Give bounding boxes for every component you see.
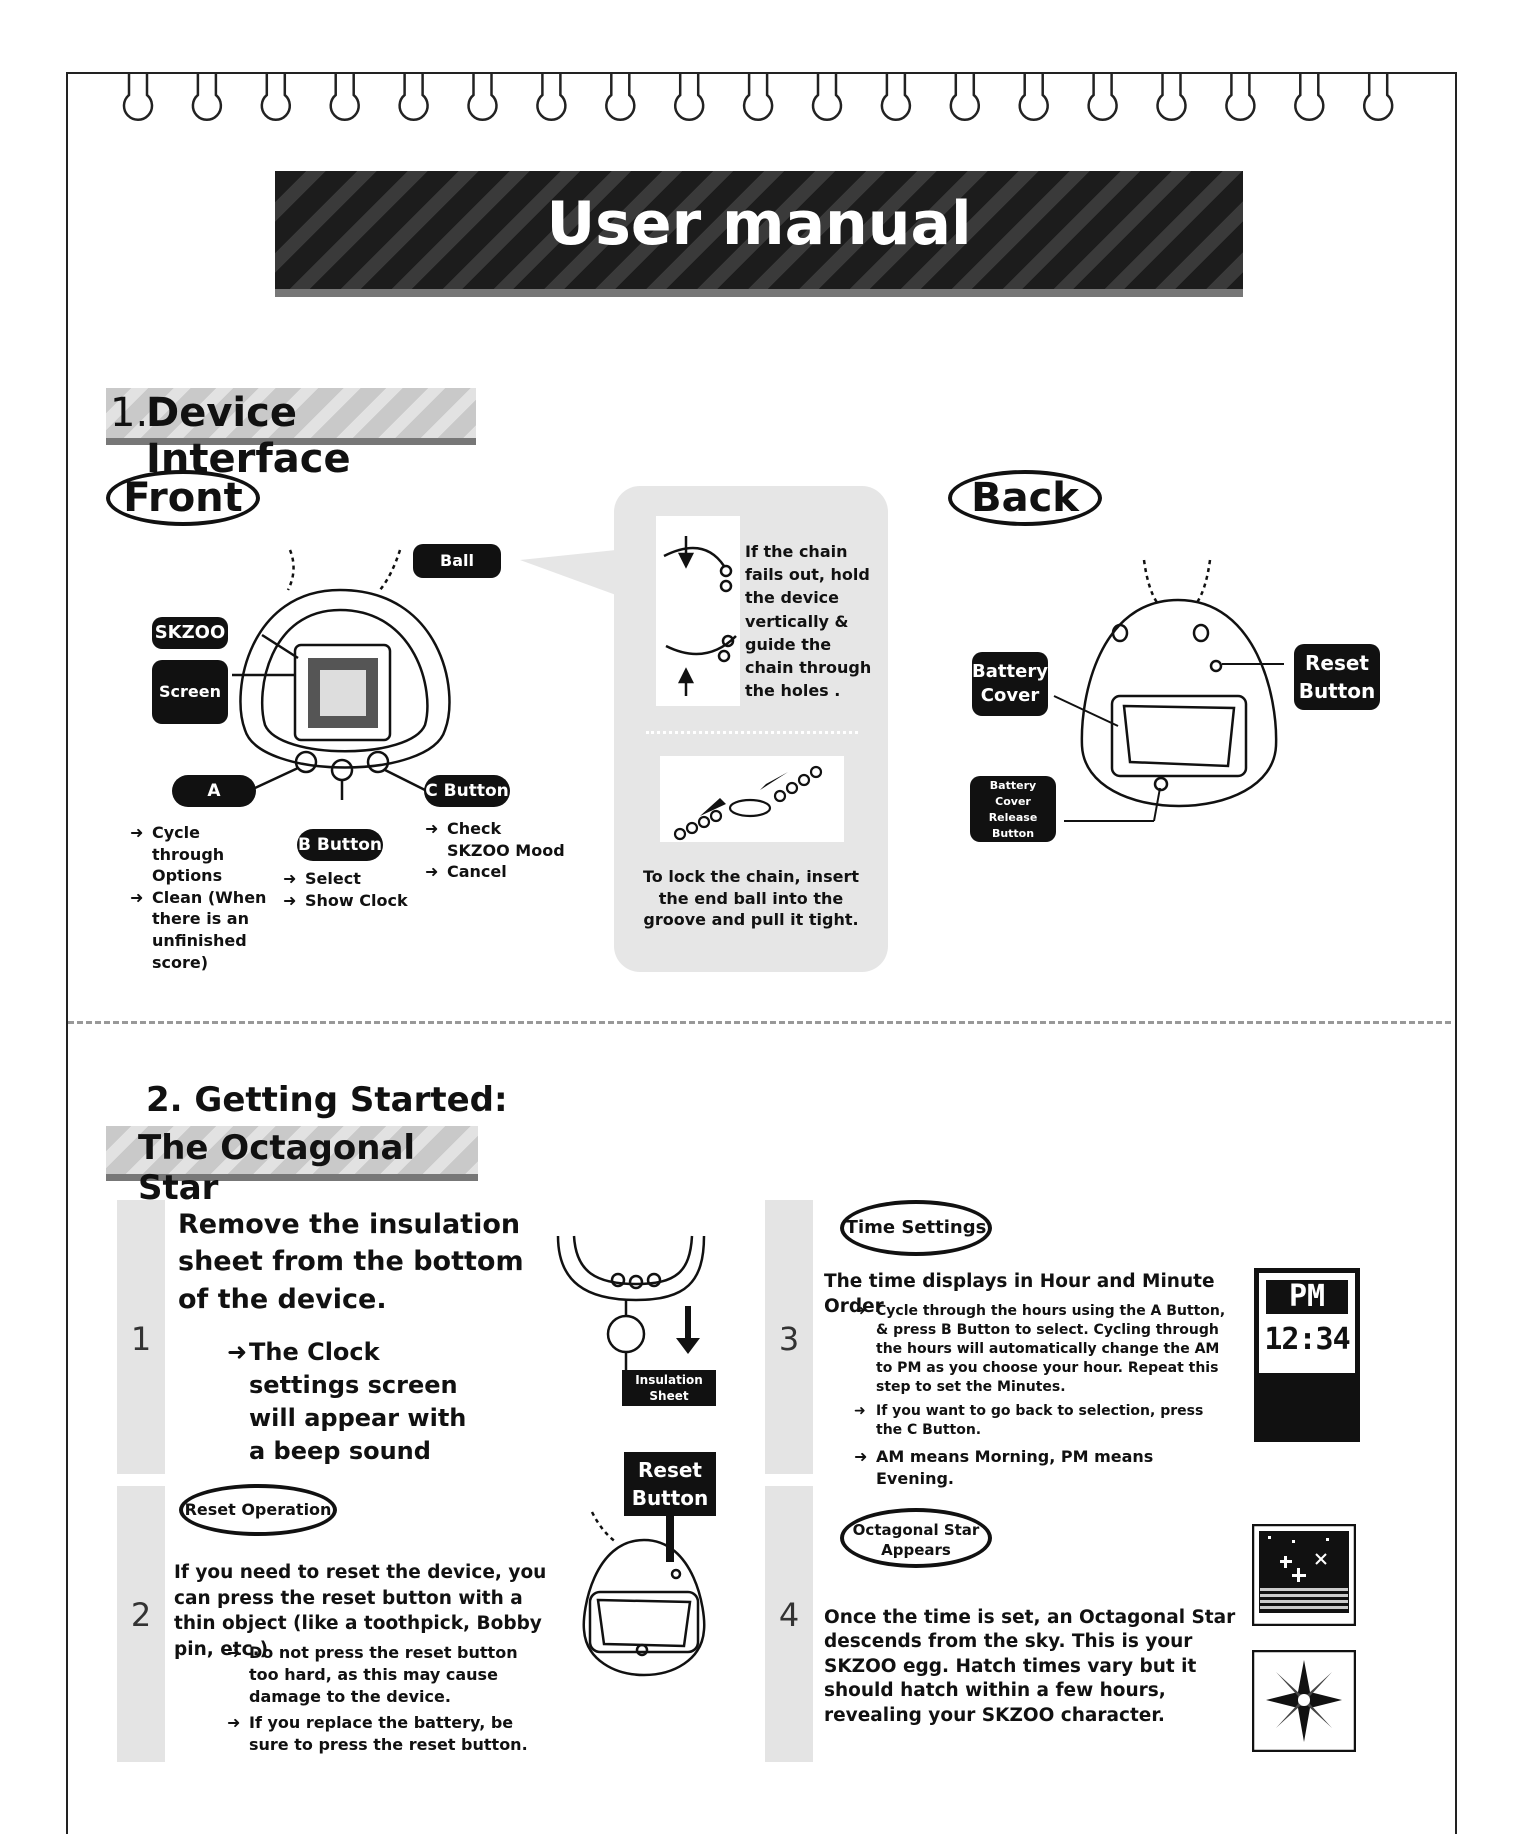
a-button-functions: Cycle through Options Clean (When there … [130,822,270,973]
chain-guide-text: If the chain fails out, hold the device … [745,542,872,701]
chain-guide-illustration [656,516,740,706]
spiral-ring [329,74,360,121]
step1-number: 1 [130,1320,152,1358]
spiral-ring [811,74,843,121]
spiral-ring [260,74,292,121]
spiral-ring [1156,74,1187,121]
section2-title-line1: 2. Getting Started: [146,1080,508,1120]
panel-divider [646,731,858,734]
step2-note: Do not press the reset button too hard, … [227,1642,549,1708]
insulation-sheet-label: Insulation Sheet [622,1370,716,1406]
step3-bullet: Cycle through the hours using the A Butt… [854,1302,1232,1396]
star-falling-screen [1252,1524,1356,1626]
spiral-ring [742,74,774,121]
callout-pointer [520,550,616,595]
step3-bar [765,1200,813,1474]
reset-button-callout: Reset Button [624,1452,716,1516]
back-device-illustration [1053,559,1284,822]
c-button-label: C Button [424,775,510,807]
page-title: User manual [546,189,972,259]
step4-description: Once the time is set, an Octagonal Star … [824,1607,1236,1726]
chain-lock-illustration [660,756,844,842]
a-button-label: A Button [172,775,256,833]
spiral-ring [1294,74,1325,121]
section1-title: Device Interface [146,390,351,482]
spiral-ring [1225,74,1256,121]
clock-screen: PM 12:34 [1254,1268,1360,1442]
time-settings-tag: Time Settings [840,1200,992,1256]
spiral-ring [1362,74,1394,121]
c-button-item: Check SKZOO Mood [425,818,567,861]
reset-operation-tag: Reset Operation [179,1484,337,1536]
octagonal-star-tag: Octagonal Star Appears [840,1508,992,1568]
step2-notes: Do not press the reset button too hard, … [227,1642,549,1756]
step4-number: 4 [778,1596,800,1634]
section2-heading: The Octagonal Star [106,1126,478,1208]
step2-number: 2 [130,1596,152,1634]
spiral-binding [122,74,1394,121]
step3-bullet: If you want to go back to selection, pre… [854,1402,1232,1440]
step1-instruction: Remove the insulation sheet from the bot… [178,1209,524,1315]
spiral-ring [949,74,981,121]
section2-title-line2: The Octagonal Star [138,1128,416,1208]
spiral-ring [536,74,567,121]
battery-release-label: Battery Cover Release Button [970,776,1056,842]
spiral-ring [191,74,223,121]
section-divider [68,1021,1451,1024]
step2-bar [117,1486,165,1762]
spiral-ring [1018,74,1049,121]
step1-bar [117,1200,165,1474]
b-button-functions: Select Show Clock [283,868,425,912]
c-button-item: Cancel [425,861,567,883]
step2-note: If you replace the battery, be sure to p… [227,1712,549,1756]
spiral-ring [1087,74,1118,121]
chain-lock-text: To lock the chain, insert the end ball i… [643,867,859,930]
battery-cover-label: Battery Cover [972,652,1048,716]
step2-instruction: If you need to reset the device, you can… [174,1562,547,1660]
spiral-ring [880,74,912,121]
reset-device-illustration [582,1500,706,1677]
back-label: Back [948,470,1102,526]
spiral-ring [673,74,705,121]
b-button-item: Show Clock [283,890,425,912]
section1-heading: 1. Device Interface [106,388,476,482]
spiral-ring [398,74,429,121]
octagonal-star-screen [1252,1650,1356,1752]
title-banner: User manual [275,171,1243,297]
front-device-illustration [232,549,451,800]
ball-chain-label: Ball Chain [413,544,501,604]
spiral-ring [467,74,498,121]
step3-bullets: Cycle through the hours using the A Butt… [854,1302,1232,1489]
a-button-item: Cycle through Options [130,822,270,887]
front-label: Front [106,470,260,526]
section1-number: 1. [110,390,149,436]
spiral-ring [605,74,636,121]
step1-result-text: The Clock settings screen will appear wi… [227,1336,479,1468]
step1-result: The Clock settings screen will appear wi… [227,1336,479,1468]
skzoo-label: SKZOO [152,617,228,649]
a-button-item: Clean (When there is an unfinished score… [130,887,270,973]
reset-button-label: Reset Button [1294,644,1380,710]
clock-ampm: PM [1266,1280,1348,1314]
step3-bullet: AM means Morning, PM means Evening. [854,1446,1232,1489]
b-button-item: Select [283,868,425,890]
b-button-label: B Button [297,829,383,861]
step3-number: 3 [778,1320,800,1358]
c-button-functions: Check SKZOO Mood Cancel [425,818,567,883]
insulation-sheet-illustration [556,1235,706,1372]
spiral-ring [122,74,154,121]
step4-bar [765,1486,813,1762]
screen-label: Screen [152,660,228,724]
clock-time: 12:34 [1264,1322,1350,1357]
